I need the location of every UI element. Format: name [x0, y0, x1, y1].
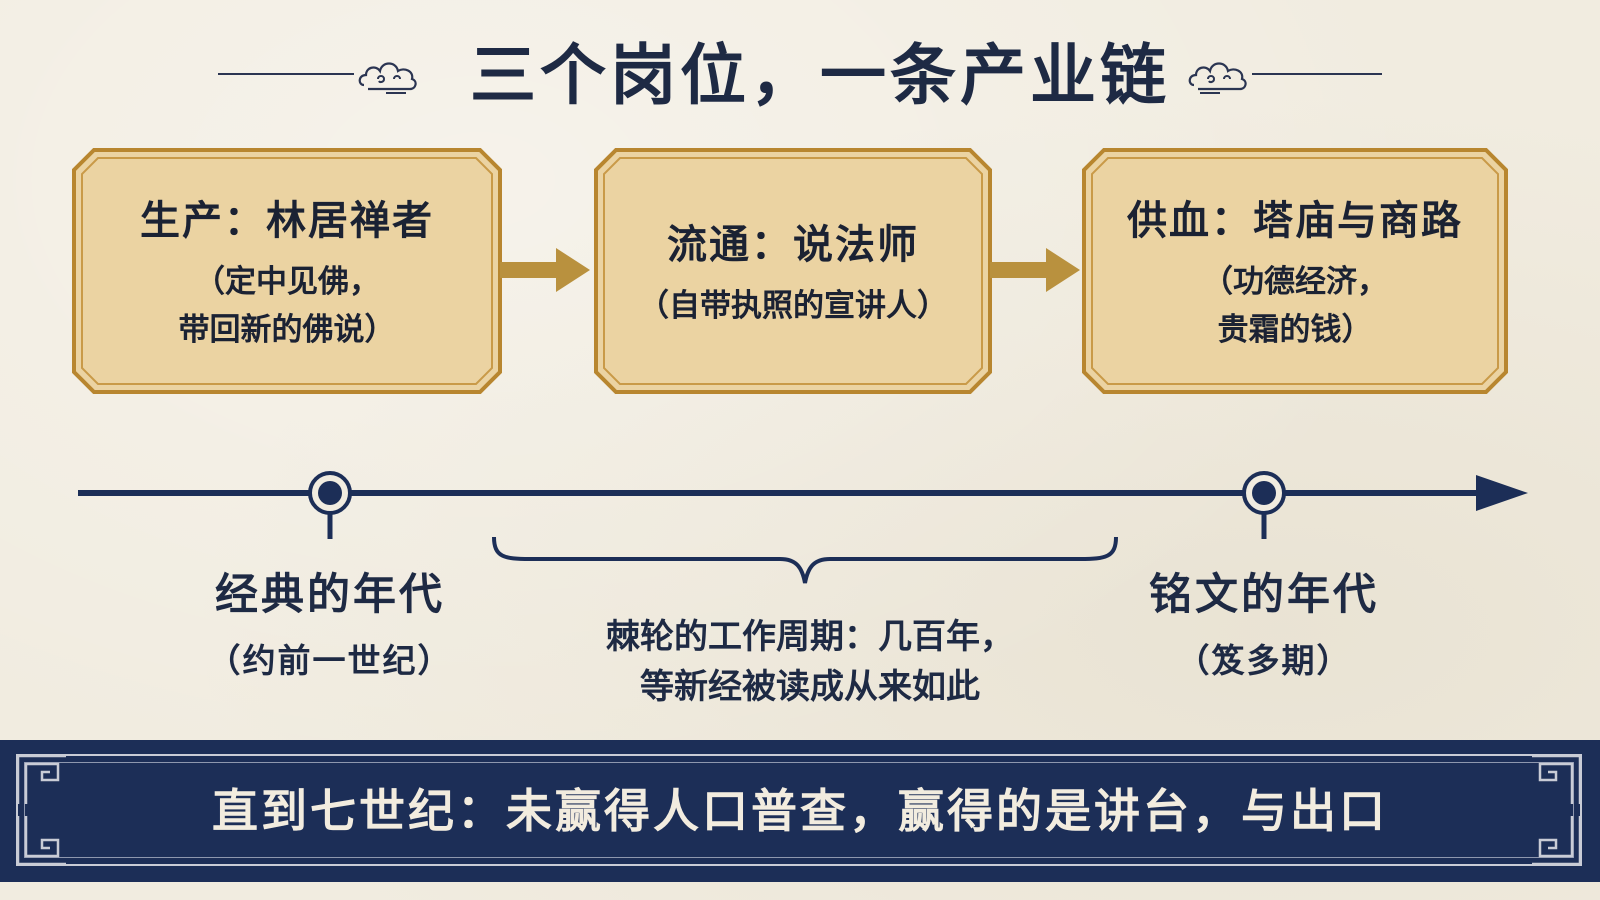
- title-row: 三个岗位，一条产业链: [0, 25, 1600, 125]
- timeline-node-icon: [1242, 471, 1286, 539]
- cloud-icon: [1188, 62, 1247, 94]
- cycle-line: 棘轮的工作周期：几百年，: [606, 617, 1014, 657]
- stage-production: 生产：林居禅者 （定中见佛， 带回新的佛说）: [72, 148, 502, 394]
- stage-frame: [594, 148, 992, 394]
- brace-icon: [492, 536, 1118, 584]
- conclusion-banner: 直到七世纪：未赢得人口普查，赢得的是讲台，与出口: [0, 740, 1600, 882]
- stage-title: 生产：林居禅者: [140, 197, 434, 244]
- stage-subtitle-line: （定中见佛，: [194, 264, 380, 300]
- stage-frame: [1082, 148, 1508, 394]
- page-title: 三个岗位，一条产业链: [470, 36, 1170, 114]
- arrow-right-icon: [990, 248, 1080, 292]
- era-inscriptions: 铭文的年代 （笈多期）: [1114, 560, 1414, 682]
- timeline-arrowhead: [1476, 475, 1528, 511]
- stage-circulation: 流通：说法师 （自带执照的宣讲人）: [594, 148, 992, 394]
- fret-corner-icon: [16, 754, 66, 804]
- stage-subtitle-line: （自带执照的宣讲人）: [638, 288, 948, 324]
- cloud-icon: [358, 62, 417, 94]
- timeline: [78, 471, 1528, 539]
- era-title: 铭文的年代: [1149, 570, 1379, 620]
- era-subtitle: （约前一世纪）: [207, 641, 453, 680]
- stage-frame: [72, 148, 502, 394]
- era-subtitle: （笈多期）: [1176, 641, 1352, 680]
- stage-subtitle-line: （功德经济，: [1202, 264, 1388, 300]
- stage-subtitle-line: 带回新的佛说）: [178, 312, 396, 348]
- banner-border: [16, 754, 1582, 866]
- era-title: 经典的年代: [215, 570, 445, 620]
- fret-corner-icon: [1532, 754, 1582, 804]
- stage-title: 供血：塔庙与商路: [1127, 197, 1463, 244]
- stage-subtitle-line: 贵霜的钱）: [1217, 312, 1373, 348]
- timeline-node-icon: [308, 471, 352, 539]
- title-right-rule: [1252, 73, 1382, 75]
- arrow-right-icon: [500, 248, 590, 292]
- stage-title: 流通：说法师: [667, 221, 919, 268]
- title-left-rule: [218, 73, 354, 75]
- banner-border-inner: [24, 762, 1574, 858]
- fret-corner-icon: [16, 816, 66, 866]
- cycle-annotation: 棘轮的工作周期：几百年， 等新经被读成从来如此: [560, 612, 1060, 712]
- banner-text: 直到七世纪：未赢得人口普查，赢得的是讲台，与出口: [212, 784, 1388, 838]
- stage-funding: 供血：塔庙与商路 （功德经济， 贵霜的钱）: [1082, 148, 1508, 394]
- cycle-line: 等新经被读成从来如此: [640, 667, 980, 707]
- era-classics: 经典的年代 （约前一世纪）: [180, 560, 480, 682]
- fret-corner-icon: [1532, 816, 1582, 866]
